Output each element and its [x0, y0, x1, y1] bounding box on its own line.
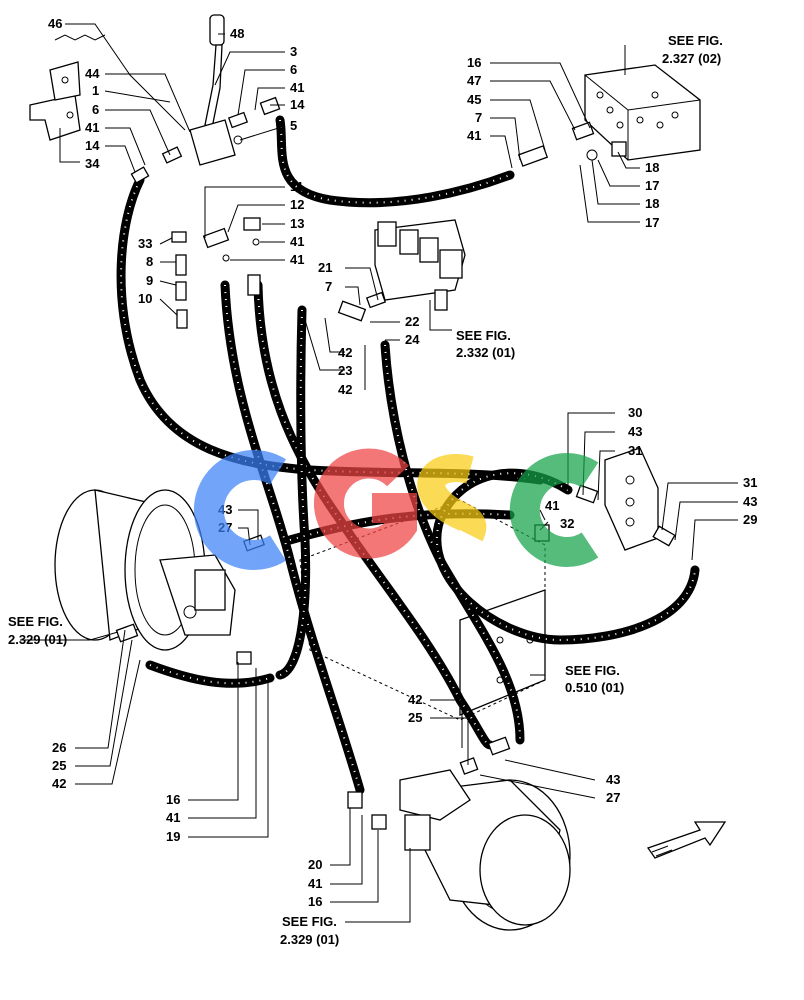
callout-48: 48	[230, 26, 244, 41]
callout-29: 29	[743, 512, 757, 527]
callout-21: 21	[318, 260, 332, 275]
seefig-0510-line2: 0.510 (01)	[565, 680, 624, 695]
callout-22: 22	[405, 314, 419, 329]
seefig-2329-bottom-line1: SEE FIG.	[282, 914, 337, 929]
watermark-letter-c-blue	[193, 450, 287, 570]
watermark-letter-g-red	[313, 448, 417, 559]
callout-3: 3	[290, 44, 297, 59]
seefig-2329-left-line1: SEE FIG.	[8, 614, 63, 629]
callout-34: 34	[85, 156, 100, 171]
seefig-2332-line1: SEE FIG.	[456, 328, 511, 343]
seefig-2329-bottom-line2: 2.329 (01)	[280, 932, 339, 947]
callout-14-left: 14	[85, 138, 100, 153]
callout-41-r: 41	[545, 498, 559, 513]
callout-46: 46	[48, 16, 62, 31]
callout-44: 44	[85, 66, 100, 81]
callout-labels: 46 48 3 44 1 6 41 14 6 5 41 14 34 11 12 …	[8, 16, 757, 947]
callout-41-c: 41	[290, 252, 304, 267]
callout-42-mid: 42	[338, 345, 352, 360]
callout-41-tr: 41	[467, 128, 481, 143]
callout-33: 33	[138, 236, 152, 251]
watermark-letter-c-green	[509, 453, 599, 567]
callout-8: 8	[146, 254, 153, 269]
callout-1: 1	[92, 83, 99, 98]
watermark-letter-s-yellow	[417, 454, 487, 542]
callout-16-bb: 16	[308, 894, 322, 909]
callout-20: 20	[308, 857, 322, 872]
callout-25-br: 25	[408, 710, 422, 725]
callout-18-b: 18	[645, 196, 659, 211]
pedal-bracket	[29, 34, 106, 141]
callout-45: 45	[467, 92, 481, 107]
seefig-2332-line2: 2.332 (01)	[456, 345, 515, 360]
callout-41-bl: 41	[166, 810, 180, 825]
callout-7-mid: 7	[325, 279, 332, 294]
callout-26: 26	[52, 740, 66, 755]
callout-41-top: 41	[290, 80, 304, 95]
callout-11: 11	[290, 179, 304, 194]
callout-6-top: 6	[290, 62, 297, 77]
callout-16-b: 16	[166, 792, 180, 807]
callout-43-rr: 43	[743, 494, 757, 509]
callout-25-l: 25	[52, 758, 66, 773]
seefig-0510-line1: SEE FIG.	[565, 663, 620, 678]
callout-9: 9	[146, 273, 153, 288]
callout-42-mid2: 42	[338, 382, 352, 397]
callout-18-a: 18	[645, 160, 659, 175]
seefig-2329-left-line2: 2.329 (01)	[8, 632, 67, 647]
seefig-2327-line2: 2.327 (02)	[662, 51, 721, 66]
callout-43-r: 43	[628, 424, 642, 439]
callout-30: 30	[628, 405, 642, 420]
callout-5: 5	[290, 118, 297, 133]
callout-47: 47	[467, 73, 481, 88]
callout-41-left: 41	[85, 120, 99, 135]
valve-pack-middle	[374, 219, 466, 311]
callout-24: 24	[405, 332, 420, 347]
valve-block-top-right	[584, 64, 701, 161]
drive-motor-right	[399, 769, 571, 931]
seefig-2327-line1: SEE FIG.	[668, 33, 723, 48]
callout-17-a: 17	[645, 178, 659, 193]
callout-13: 13	[290, 216, 304, 231]
cgsc-watermark-logo	[193, 448, 599, 570]
callout-31-a: 31	[628, 443, 642, 458]
callout-31-b: 31	[743, 475, 757, 490]
callout-23: 23	[338, 363, 352, 378]
callout-16-top: 16	[467, 55, 481, 70]
callout-32: 32	[560, 516, 574, 531]
direction-arrow-icon	[646, 821, 727, 859]
callout-43-br: 43	[606, 772, 620, 787]
callout-19: 19	[166, 829, 180, 844]
callout-12: 12	[290, 197, 304, 212]
callout-41-bb: 41	[308, 876, 322, 891]
callout-27-br: 27	[606, 790, 620, 805]
callout-14-top: 14	[290, 97, 305, 112]
callout-42-br: 42	[408, 692, 422, 707]
callout-41-b: 41	[290, 234, 304, 249]
callout-10: 10	[138, 291, 152, 306]
callout-7-top: 7	[475, 110, 482, 125]
drive-motor-left	[54, 489, 236, 651]
control-lever	[189, 14, 236, 166]
leader-lines	[20, 23, 738, 923]
callout-42-l: 42	[52, 776, 66, 791]
callout-17-b: 17	[645, 215, 659, 230]
junction-block-right	[604, 447, 659, 551]
callout-6-left: 6	[92, 102, 99, 117]
